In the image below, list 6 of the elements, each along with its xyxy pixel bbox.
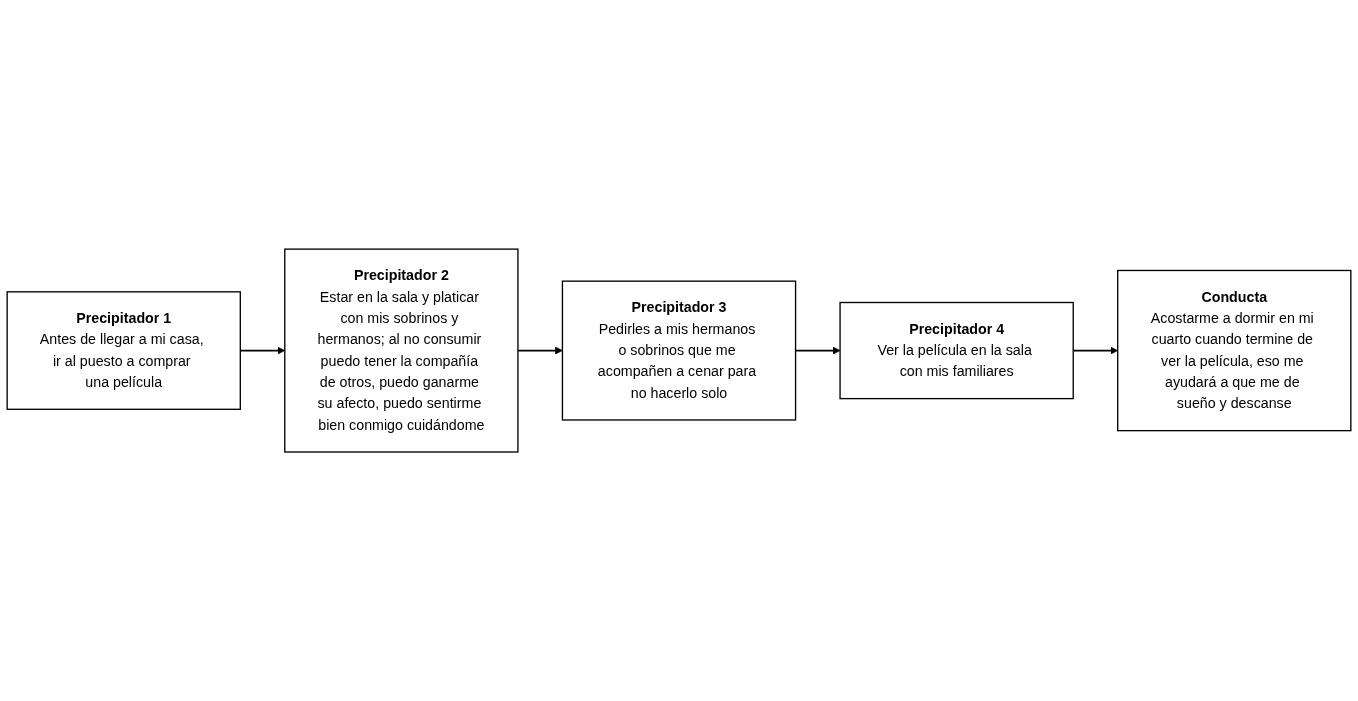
node-box: Precipitador 2 Estar en la sala y platicar con mis sobrinos y hermanos; al no consumir puedo tener la compañía de otros, puedo ganarme su afecto, puedo sentirme bien conmigo cuidándome — [284, 248, 519, 453]
arrow — [517, 346, 563, 355]
node-box: Precipitador 1 Antes de llegar a mi casa, ir al puesto a comprar una película — [6, 291, 241, 410]
node-box: Precipitador 3 Pedirles a mis hermanos o sobrinos que me acompañen a cenar para no hacerlo solo — [561, 280, 797, 421]
node-box: Conducta Acostarme a dormir en mi cuarto cuando termine de ver la película, eso me ayudará a que me de sueño y descanse — [1117, 269, 1352, 432]
node-box: Precipitador 4 Ver la película en la sala con mis familiares — [839, 301, 1074, 400]
